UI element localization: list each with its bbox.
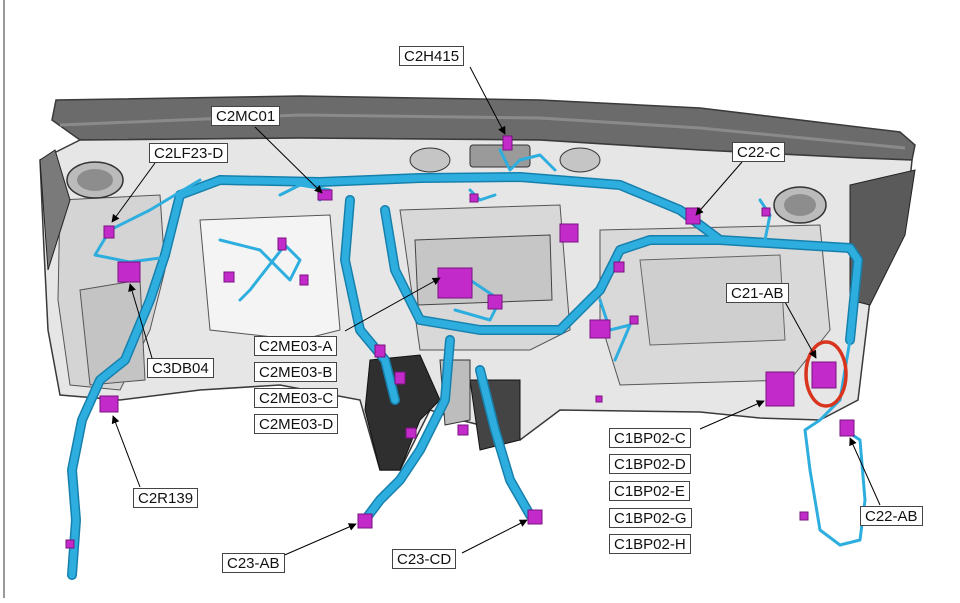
connector-c2h415 [502,135,513,151]
label-c2mc01: C2MC01 [211,106,281,126]
connector-c3db04 [117,261,141,283]
connector-c23cd [527,509,543,525]
label-c1bp02g: C1BP02-G [609,508,692,528]
connector-c2lf23d [103,225,115,239]
connector-c23ab [357,513,373,529]
connector-c2mc01 [317,189,333,201]
label-c2me03b: C2ME03-B [254,362,338,382]
label-c2me03a: C2ME03-A [254,336,338,356]
label-c1bp02h: C1BP02-H [609,534,691,554]
connectors [65,135,855,549]
label-c2me03d: C2ME03-D [254,414,339,434]
connector-c2me03 [437,267,473,299]
label-c1bp02d: C1BP02-D [609,454,691,474]
label-c2h415: C2H415 [399,46,465,66]
label-c23ab: C23-AB [222,553,285,573]
label-c1bp02c: C1BP02-C [609,428,691,448]
label-c22c: C22-C [732,142,786,162]
label-c2r139: C2R139 [133,488,199,508]
connector-c21ab [811,361,837,389]
connector-c22ab [839,419,855,437]
leader-arrows [111,66,881,558]
label-c22ab: C22-AB [860,506,923,526]
label-c2lf23d: C2LF23-D [149,143,229,163]
connector-c22c [685,207,701,225]
connector-c2r139 [99,395,119,413]
label-c2me03c: C2ME03-C [254,388,339,408]
label-c23cd: C23-CD [392,549,457,569]
highlight-ring [804,340,848,408]
label-c3db04: C3DB04 [147,358,214,378]
connector-c1bp02 [765,371,795,407]
label-c21ab: C21-AB [726,283,789,303]
label-c1bp02e: C1BP02-E [609,481,690,501]
